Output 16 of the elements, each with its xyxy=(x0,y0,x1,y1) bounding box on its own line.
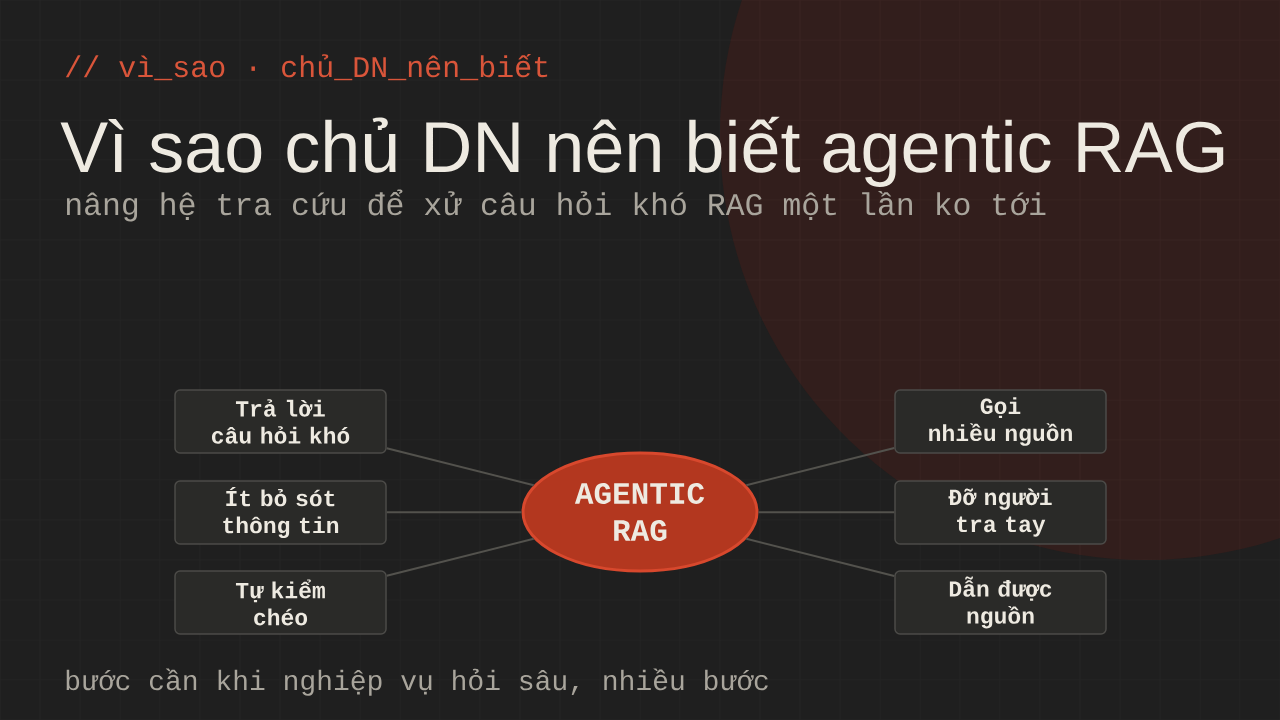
connector-line xyxy=(385,447,535,487)
footer-note: bước cần khi nghiệp vụ hỏi sâu, nhiều bước xyxy=(66,668,768,696)
tagline: // vì_sao · chủ_DN_nên_biết xyxy=(65,53,548,81)
feature-box: Đỡ người tra tay xyxy=(894,480,1107,545)
feature-box: Ít bỏ sót thông tin xyxy=(174,480,387,545)
connector-line xyxy=(385,537,535,577)
connector-line xyxy=(745,537,896,577)
feature-box: Dẫn được nguồn xyxy=(894,570,1107,635)
feature-box: Tự kiểm chéo xyxy=(174,570,387,635)
feature-box: Trả lời câu hỏi khó xyxy=(174,389,387,454)
feature-box: Gọi nhiều nguồn xyxy=(894,389,1107,454)
connector-line xyxy=(745,447,896,487)
connector-line xyxy=(757,511,896,514)
subtitle: nâng hệ tra cứu để xử câu hỏi khó RAG một lần ko tới xyxy=(66,189,1046,222)
title: Vì sao chủ DN nên biết agentic RAG xyxy=(60,116,1224,187)
connector-line xyxy=(385,511,523,514)
